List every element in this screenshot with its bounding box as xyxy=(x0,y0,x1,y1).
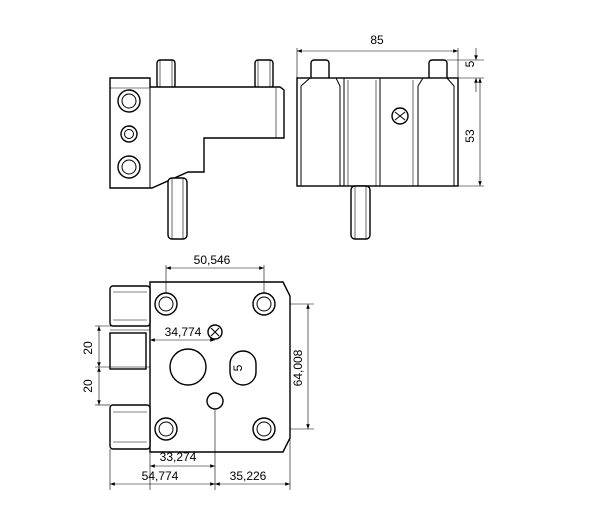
top-view: 5 50,546 34,774 20 20 64,008 33,274 xyxy=(81,253,314,490)
dim-hole-spacing: 50,546 xyxy=(194,253,231,267)
dim-base-35: 35,226 xyxy=(230,469,267,483)
dim-offset-33: 33,274 xyxy=(160,450,197,464)
dim-base-54: 54,774 xyxy=(142,469,179,483)
dim-offset-34: 34,774 xyxy=(165,325,202,339)
side-view: 85 5 53 xyxy=(296,33,484,240)
dim-offset-20-bottom: 20 xyxy=(81,379,95,393)
front-view xyxy=(109,59,285,240)
dim-height: 53 xyxy=(463,129,477,143)
dim-pin-protrusion: 5 xyxy=(463,60,477,67)
dim-slot: 5 xyxy=(231,364,245,371)
dim-height-64: 64,008 xyxy=(291,349,305,386)
dim-overall-width: 85 xyxy=(370,33,384,47)
dim-offset-20-top: 20 xyxy=(81,341,95,355)
